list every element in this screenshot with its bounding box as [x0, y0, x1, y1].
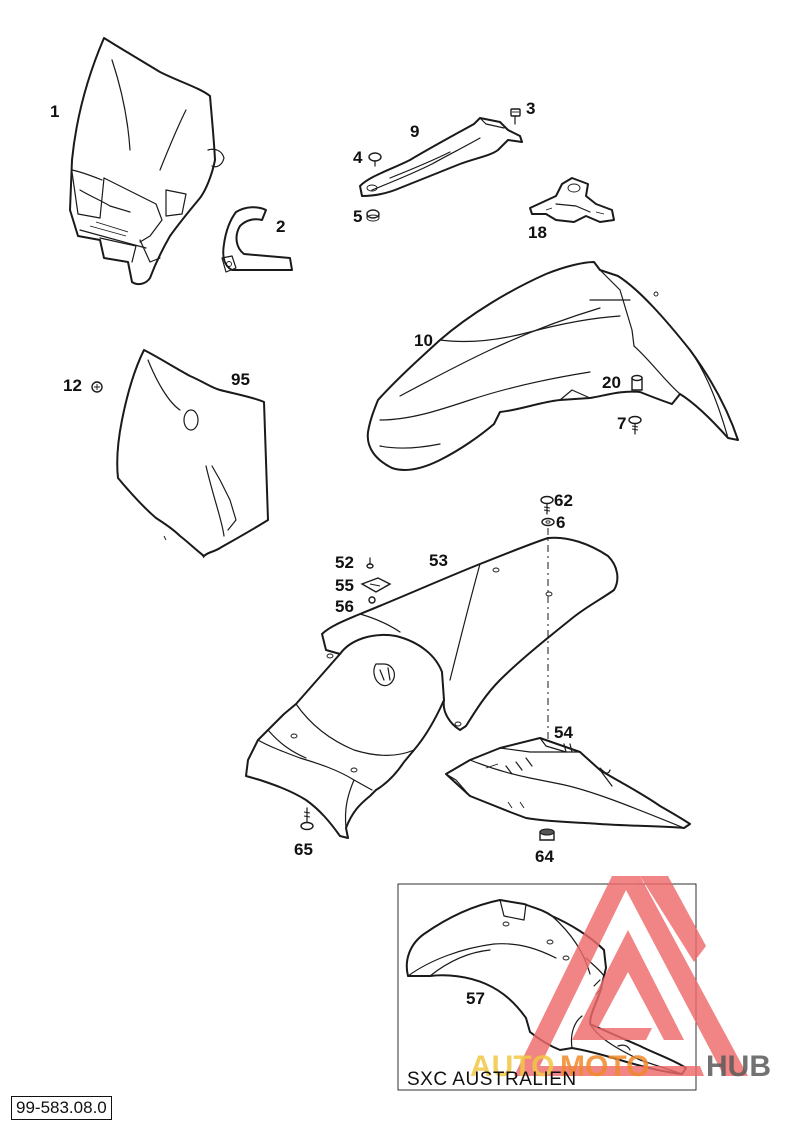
hardware-screw-12 — [91, 381, 103, 393]
part-fork-guard — [359, 117, 523, 197]
part-number-plate — [116, 349, 269, 559]
part-front-fender — [366, 261, 739, 471]
callout-54: 54 — [554, 723, 573, 742]
watermark-text-moto: MOTO — [560, 1050, 649, 1083]
callout-6: 6 — [556, 513, 565, 532]
part-headlight-clamp — [221, 206, 293, 273]
hardware-clip-55 — [360, 577, 392, 593]
hardware-screw-7 — [628, 415, 642, 435]
callout-57: 57 — [466, 989, 485, 1008]
callout-64: 64 — [535, 847, 554, 866]
hardware-nut-5 — [366, 209, 380, 222]
callout-20: 20 — [602, 373, 621, 392]
callout-2: 2 — [276, 217, 285, 236]
hardware-spacer-20 — [631, 374, 643, 391]
hardware-screw-3 — [510, 108, 521, 125]
callout-9: 9 — [410, 122, 419, 141]
hardware-screw-4 — [368, 152, 382, 167]
part-bracket — [529, 177, 615, 223]
callout-18: 18 — [528, 223, 547, 242]
part-headlight-mask — [69, 37, 225, 286]
callout-52: 52 — [335, 553, 354, 572]
callout-5: 5 — [353, 207, 362, 226]
callout-95: 95 — [231, 370, 250, 389]
part-australian-fender — [405, 899, 687, 1075]
watermark-inner-mark — [572, 930, 684, 1040]
callout-7: 7 — [617, 414, 626, 433]
callout-53: 53 — [429, 551, 448, 570]
callout-12: 12 — [63, 376, 82, 395]
hardware-nut-64 — [539, 828, 555, 841]
hardware-screw-65 — [300, 807, 314, 831]
part-mud-flap — [445, 737, 691, 829]
callout-55: 55 — [335, 576, 354, 595]
watermark-logo — [514, 876, 748, 1076]
watermark-text-hub: HUB — [706, 1050, 771, 1083]
watermark-peak — [640, 876, 706, 962]
hardware-screw-52 — [366, 557, 374, 569]
hardware-screw-62 — [540, 495, 554, 515]
callout-1: 1 — [50, 102, 59, 121]
hardware-washer-6 — [541, 517, 555, 527]
watermark-text-auto: AUTO — [470, 1050, 554, 1083]
hardware-washer-56 — [368, 596, 376, 604]
diagram-code: 99-583.08.0 — [11, 1096, 112, 1120]
part-rear-fender — [245, 536, 619, 839]
callout-56: 56 — [335, 597, 354, 616]
watermark-text: AUTO MOTO HUB — [470, 1050, 771, 1083]
callout-10: 10 — [414, 331, 433, 350]
inset-label: SXC AUSTRALIEN — [407, 1069, 577, 1090]
watermark-triangle — [514, 876, 748, 1076]
callout-62: 62 — [554, 491, 573, 510]
callout-65: 65 — [294, 840, 313, 859]
callout-4: 4 — [353, 148, 363, 167]
callout-3: 3 — [526, 99, 535, 118]
